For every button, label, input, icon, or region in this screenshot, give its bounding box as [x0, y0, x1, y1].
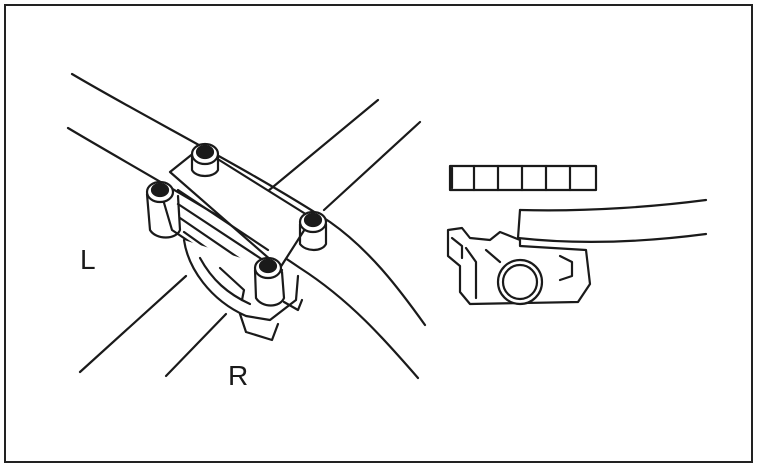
handlebar-tube [66, 72, 427, 380]
bolt-bottom [253, 256, 286, 307]
clamp-side-view-illustration [446, 198, 708, 306]
bolt-right [298, 210, 328, 252]
label-right: R [228, 360, 249, 391]
bolt-top [190, 142, 220, 178]
stem-clamp-illustration [160, 146, 314, 342]
clamp-shim-illustration [448, 164, 598, 192]
bolt-left [145, 180, 182, 239]
label-left: L [80, 244, 96, 275]
figure-frame [4, 4, 753, 463]
steerer-tube [78, 98, 422, 378]
